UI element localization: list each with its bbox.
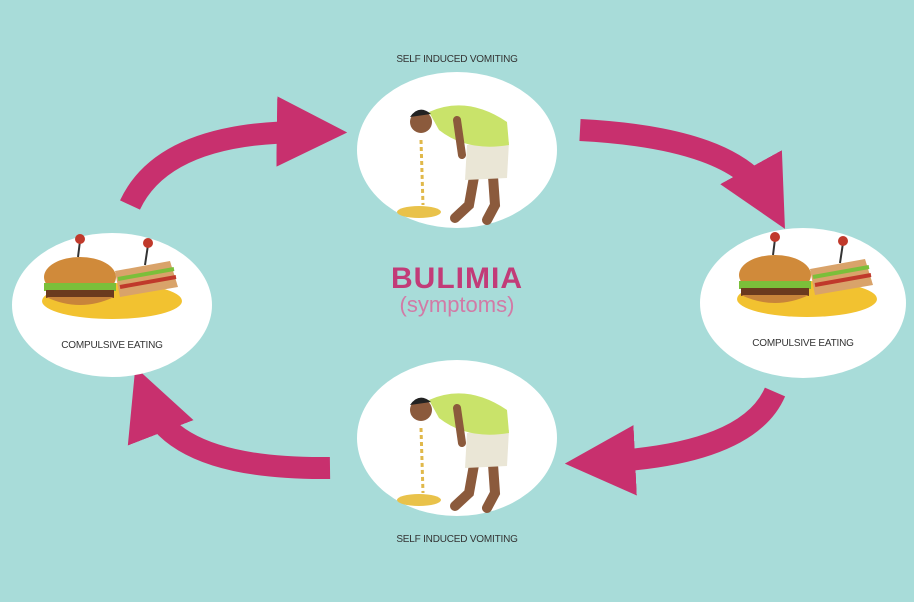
node-top <box>357 72 557 228</box>
diagram-title: BULIMIA <box>391 262 523 295</box>
label-top: SELF INDUCED VOMITING <box>396 54 518 65</box>
node-right <box>700 228 906 378</box>
arrow-top-to-right <box>579 119 785 229</box>
arrow-right-to-bottom <box>564 387 786 496</box>
arrow-bottom-to-left <box>127 367 331 480</box>
diagram-subtitle: (symptoms) <box>399 292 515 317</box>
node-bottom <box>357 360 557 516</box>
label-left: COMPULSIVE EATING <box>61 340 163 351</box>
arrow-left-to-top <box>120 96 348 211</box>
node-left <box>12 232 212 377</box>
label-bottom: SELF INDUCED VOMITING <box>396 534 518 545</box>
label-right: COMPULSIVE EATING <box>752 338 854 349</box>
